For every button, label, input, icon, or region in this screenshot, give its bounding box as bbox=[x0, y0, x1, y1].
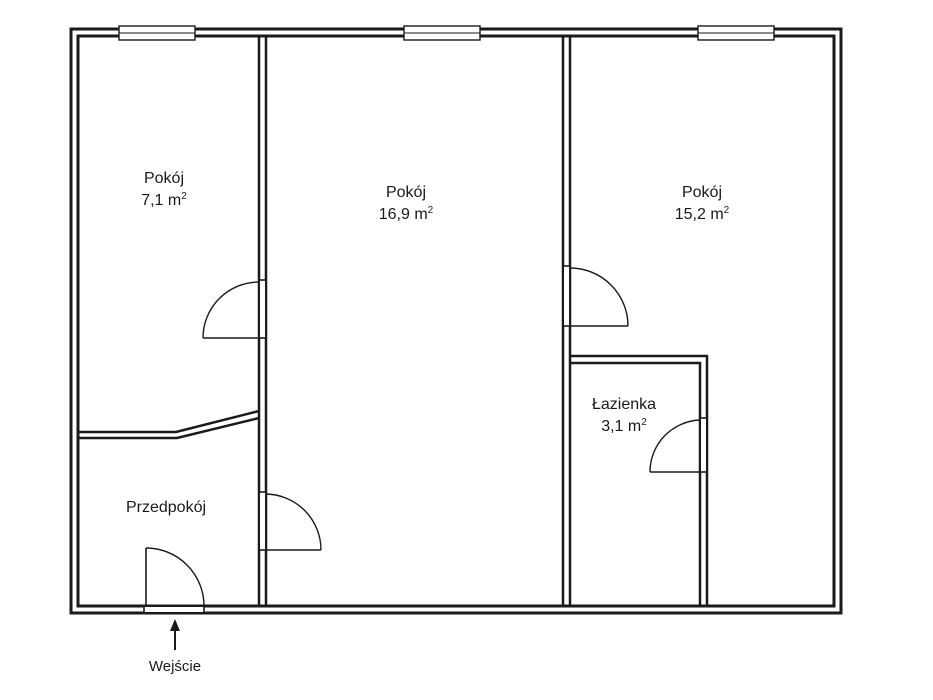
hallway-name: Przedpokój bbox=[125, 499, 207, 516]
window-room-2 bbox=[403, 25, 481, 41]
doors bbox=[143, 265, 707, 614]
entrance-arrow bbox=[170, 619, 180, 650]
entrance-label: Wejście bbox=[148, 658, 202, 675]
door-room-2 bbox=[259, 491, 322, 551]
windows bbox=[118, 25, 775, 41]
door-room-3 bbox=[563, 265, 629, 327]
bathroom-area: 3,1 m2 bbox=[601, 417, 647, 436]
bathroom-name: Łazienka bbox=[591, 396, 657, 413]
room-3-label: Pokój 15,2 m2 bbox=[652, 182, 752, 226]
room-2-name: Pokój bbox=[385, 184, 427, 201]
room-2-area: 16,9 m2 bbox=[378, 205, 434, 224]
room-3-area: 15,2 m2 bbox=[674, 205, 730, 224]
door-bathroom bbox=[649, 417, 707, 473]
window-room-1 bbox=[118, 25, 196, 41]
bathroom-label: Łazienka 3,1 m2 bbox=[574, 394, 674, 438]
interior-walls bbox=[78, 34, 709, 608]
window-room-3 bbox=[697, 25, 775, 41]
room-1-label: Pokój 7,1 m2 bbox=[114, 168, 214, 212]
room-1-area: 7,1 m2 bbox=[141, 191, 187, 210]
outer-walls bbox=[69, 27, 843, 615]
door-room-1 bbox=[202, 279, 266, 339]
door-entrance bbox=[143, 547, 205, 614]
hallway-label: Przedpokój bbox=[116, 497, 216, 519]
room-1-name: Pokój bbox=[143, 170, 185, 187]
room-2-label: Pokój 16,9 m2 bbox=[356, 182, 456, 226]
room-3-name: Pokój bbox=[681, 184, 723, 201]
